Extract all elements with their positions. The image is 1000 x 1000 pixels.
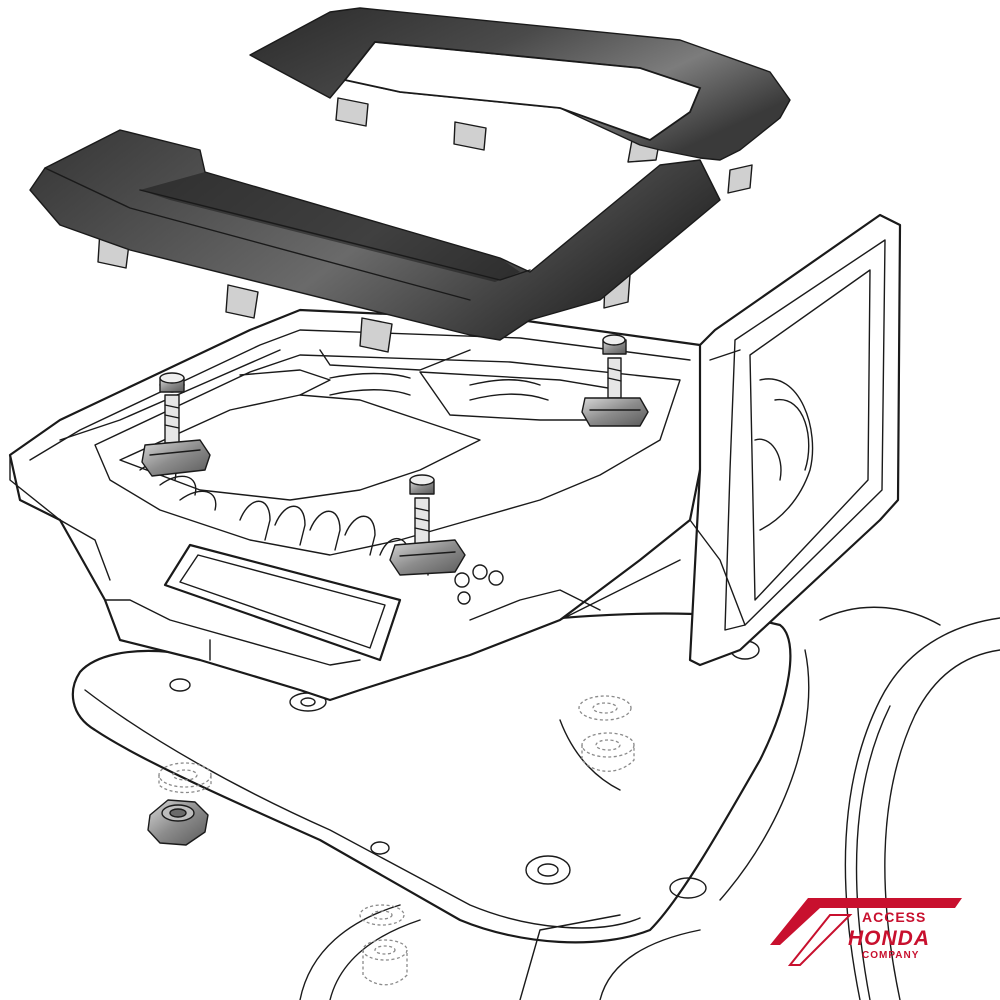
- mounting-bolt: [409, 474, 435, 545]
- mounting-bolt: [159, 372, 185, 444]
- hex-nut: [147, 799, 209, 846]
- dark-trim-cover-lower: [29, 129, 721, 353]
- clamp-block: [389, 539, 466, 576]
- logo-emblem: [770, 898, 962, 945]
- logo-emblem-stroke: [787, 914, 853, 966]
- dark-trim-cover-upper: [249, 7, 791, 194]
- washer: [578, 695, 635, 772]
- washer: [359, 904, 408, 986]
- logo-line-honda: HONDA: [848, 927, 930, 950]
- frame-tube: [299, 904, 701, 1000]
- clamp-block: [141, 439, 211, 477]
- backrest-frame: [688, 213, 902, 667]
- rear-carrier-rack: [8, 308, 712, 702]
- clamp-block: [581, 397, 649, 427]
- washer: [158, 762, 212, 794]
- mounting-bolt: [602, 334, 627, 399]
- logo-line-company: COMPANY: [862, 950, 919, 961]
- access-honda-logo: ACCESS HONDA COMPANY: [770, 898, 962, 966]
- logo-line-access: ACCESS: [862, 909, 926, 925]
- base-mounting-plate: [71, 612, 792, 944]
